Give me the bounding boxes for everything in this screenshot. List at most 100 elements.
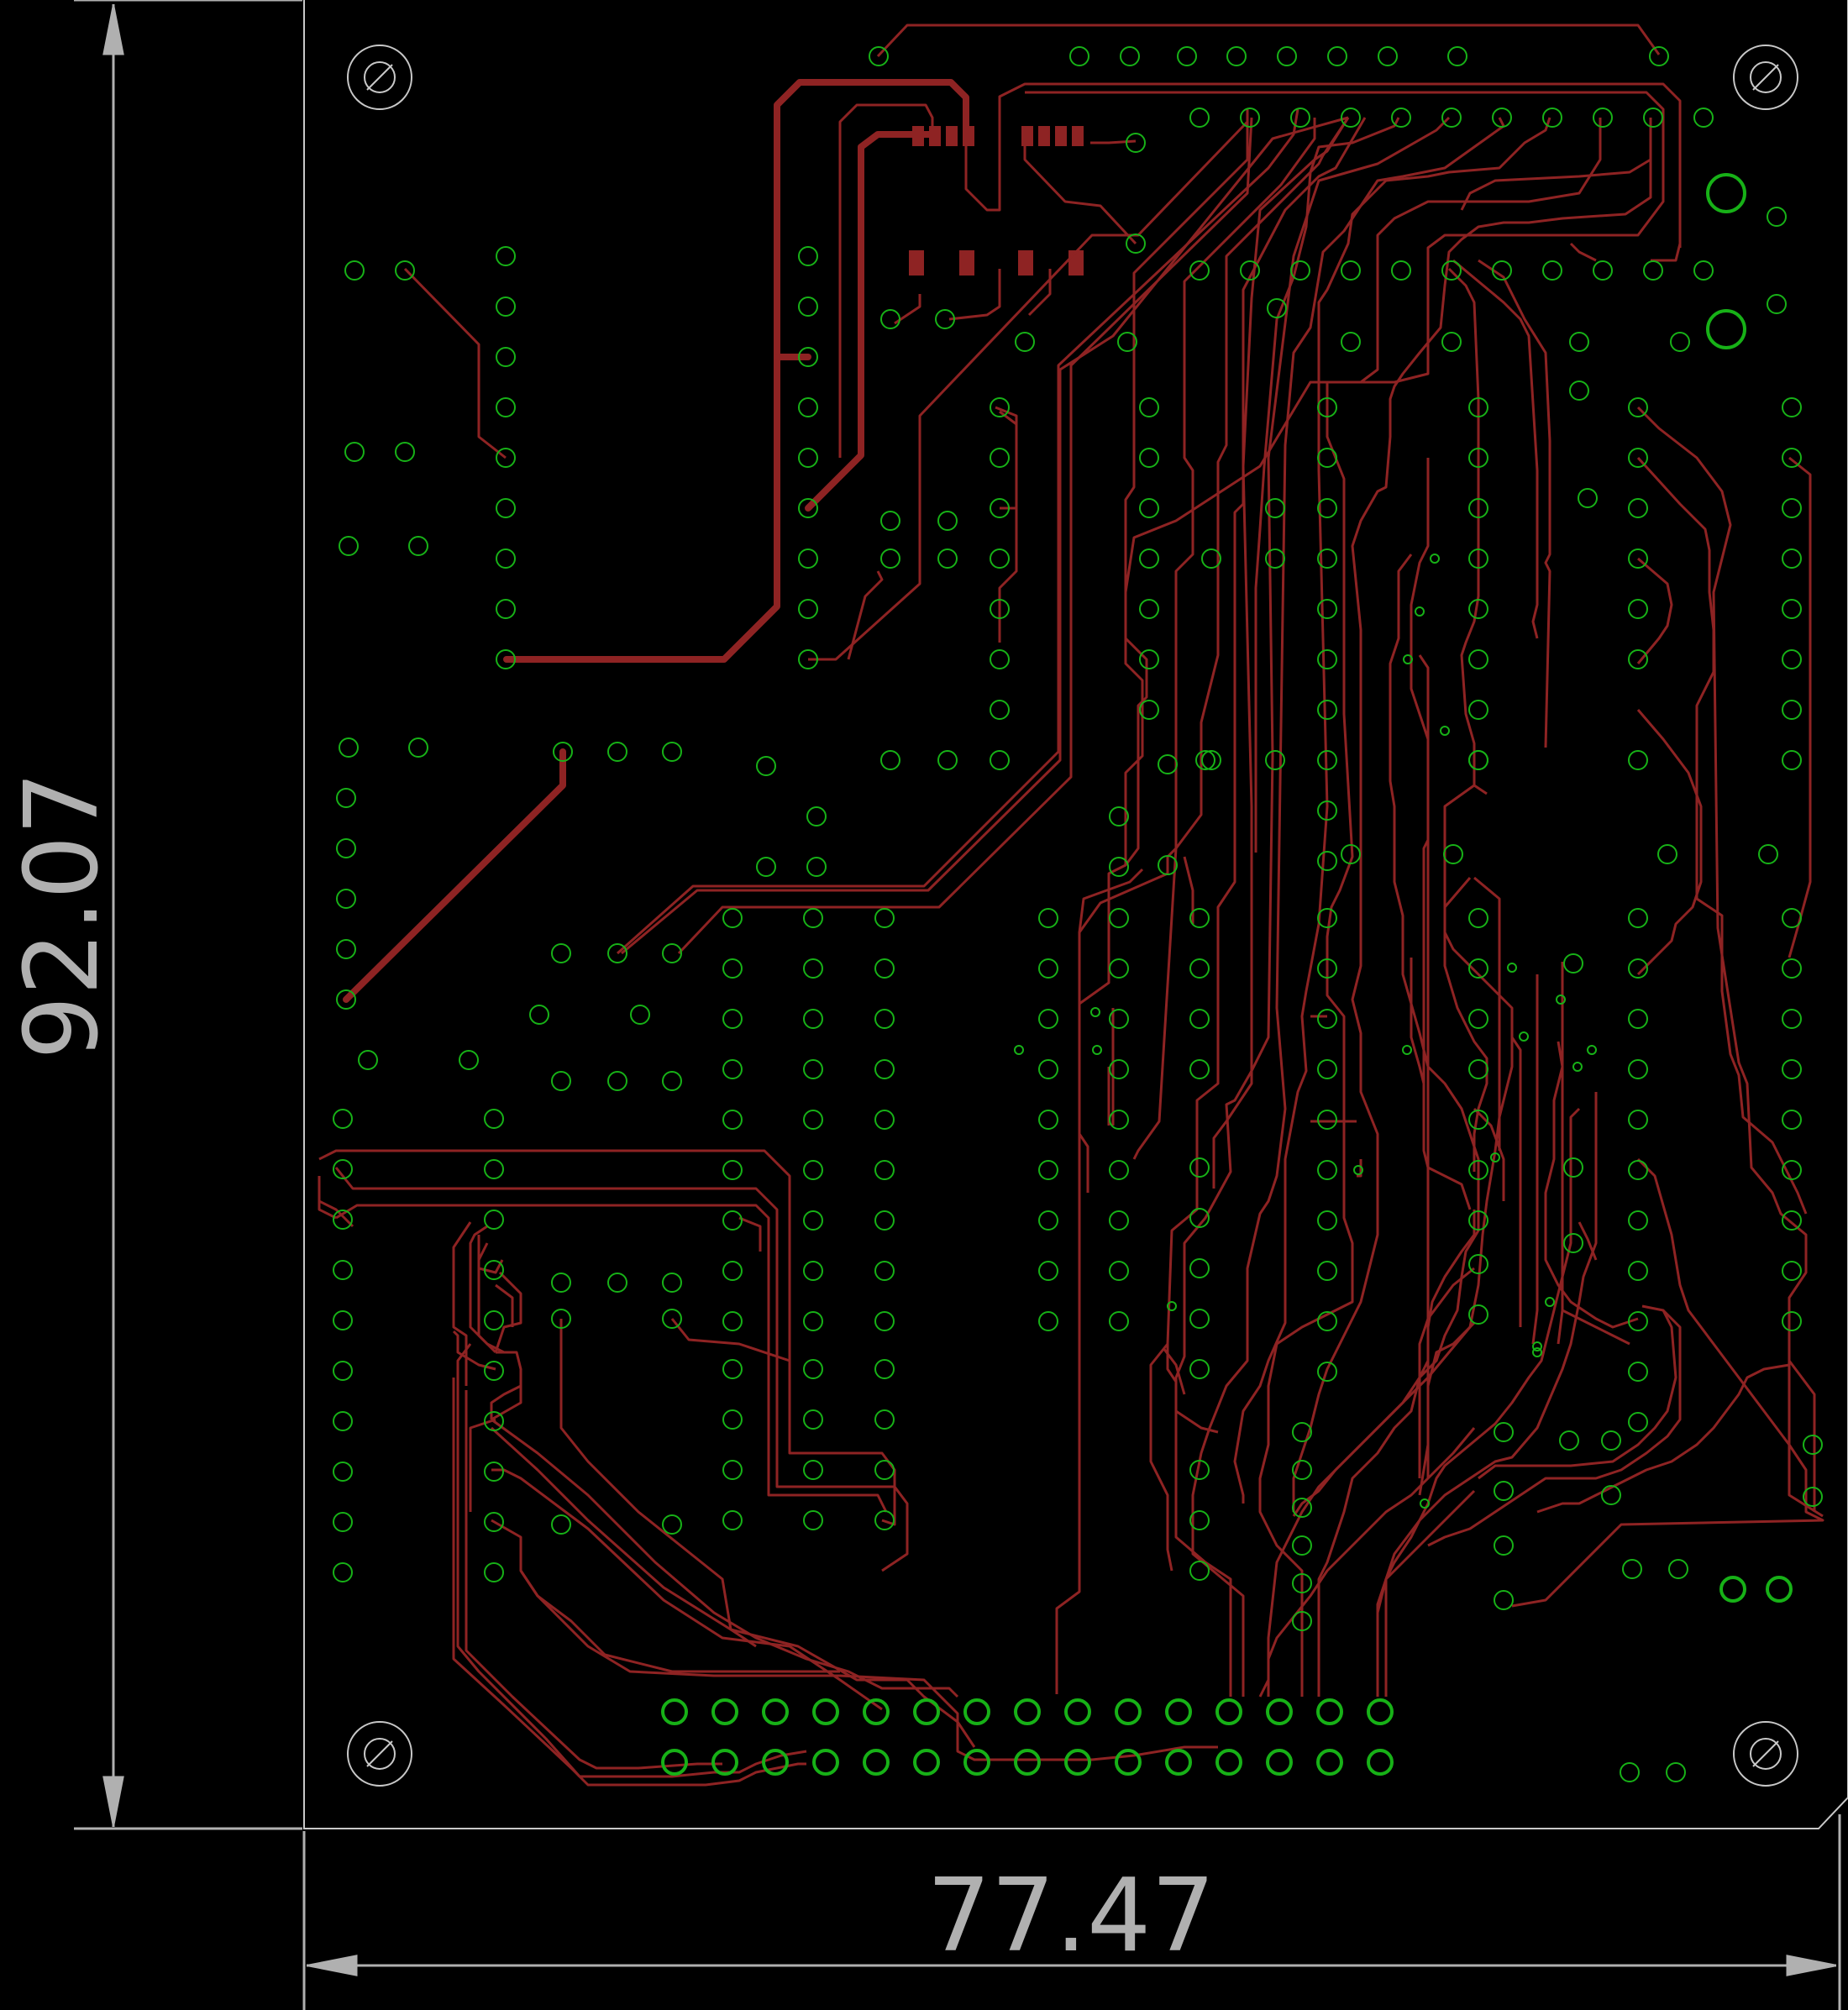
pad — [336, 838, 356, 858]
pad — [484, 1411, 504, 1431]
pad — [1109, 806, 1129, 827]
pad — [880, 309, 900, 329]
mounting-hole — [347, 45, 412, 110]
pad — [1494, 1422, 1514, 1442]
pad — [1109, 857, 1129, 877]
header-pad — [661, 1749, 688, 1776]
pad — [344, 260, 365, 281]
pad — [803, 1160, 823, 1180]
pad — [1468, 548, 1488, 569]
pad — [722, 1210, 743, 1231]
pad — [1643, 260, 1663, 281]
pad — [1265, 750, 1285, 770]
pad — [484, 1361, 504, 1381]
pad — [990, 548, 1010, 569]
pad — [1292, 1460, 1312, 1480]
pad — [333, 1462, 353, 1482]
pad — [496, 599, 516, 619]
pad — [1542, 260, 1562, 281]
pad — [756, 857, 776, 877]
pad — [1317, 908, 1337, 928]
pad — [1649, 46, 1669, 66]
mounting-holes — [347, 45, 1798, 1787]
pad — [1542, 108, 1562, 128]
pad — [1782, 1311, 1802, 1331]
pad — [1069, 46, 1089, 66]
pad — [1317, 548, 1337, 569]
pad — [1492, 260, 1512, 281]
pad — [803, 1110, 823, 1130]
pad — [722, 1059, 743, 1079]
pad — [1292, 1422, 1312, 1442]
pad — [1628, 649, 1648, 669]
pad — [333, 1562, 353, 1582]
pad — [395, 260, 415, 281]
pad — [1666, 1762, 1686, 1782]
pad — [1139, 548, 1159, 569]
pad — [874, 1261, 895, 1281]
pad — [1782, 498, 1802, 518]
pad — [1189, 1561, 1210, 1581]
header-pad — [1165, 1749, 1192, 1776]
pad — [1189, 958, 1210, 979]
pad — [496, 498, 516, 518]
header-pads — [661, 1698, 1394, 1776]
pad — [1317, 448, 1337, 468]
pad — [1139, 700, 1159, 720]
pad — [1109, 1009, 1129, 1029]
pad — [1494, 1590, 1514, 1610]
pad — [607, 1273, 627, 1293]
header-pad — [863, 1698, 890, 1725]
pad — [630, 1005, 650, 1025]
pad — [1782, 1261, 1802, 1281]
pad — [880, 750, 900, 770]
pad — [1139, 599, 1159, 619]
pad — [1267, 298, 1287, 318]
pad — [869, 46, 889, 66]
pad — [990, 750, 1010, 770]
pad — [1189, 260, 1210, 281]
pad — [1782, 448, 1802, 468]
pad — [1240, 108, 1260, 128]
pad — [1226, 46, 1247, 66]
pad — [1189, 1009, 1210, 1029]
pad — [1569, 332, 1589, 352]
pad — [1201, 548, 1221, 569]
pad — [756, 756, 776, 776]
pad — [874, 1311, 895, 1331]
pad — [1468, 1009, 1488, 1029]
pad — [1803, 1435, 1823, 1455]
header-pad — [812, 1749, 839, 1776]
pad — [1038, 908, 1058, 928]
pad — [1767, 294, 1787, 314]
pad — [722, 958, 743, 979]
pad — [1782, 750, 1802, 770]
pad — [395, 442, 415, 462]
pad — [1559, 1430, 1579, 1451]
pad — [496, 548, 516, 569]
mounting-hole — [1733, 45, 1798, 110]
pad — [408, 536, 428, 556]
pad — [1341, 260, 1361, 281]
pad — [806, 857, 827, 877]
header-pad — [1367, 1749, 1394, 1776]
pad — [1317, 1009, 1337, 1029]
pad — [722, 1311, 743, 1331]
pad — [1494, 1535, 1514, 1556]
pad — [1189, 1157, 1210, 1178]
pad — [1265, 548, 1285, 569]
pad — [1628, 1362, 1648, 1382]
pad — [551, 1071, 571, 1091]
pad — [1038, 1110, 1058, 1130]
dimension-lines — [74, 0, 1841, 2010]
pad — [1038, 958, 1058, 979]
pad — [874, 1210, 895, 1231]
pad — [1628, 498, 1648, 518]
pad — [1292, 1611, 1312, 1631]
pad — [1628, 1110, 1648, 1130]
pad — [722, 1110, 743, 1130]
pad — [333, 1260, 353, 1280]
pad — [1317, 397, 1337, 417]
pad — [1468, 448, 1488, 468]
